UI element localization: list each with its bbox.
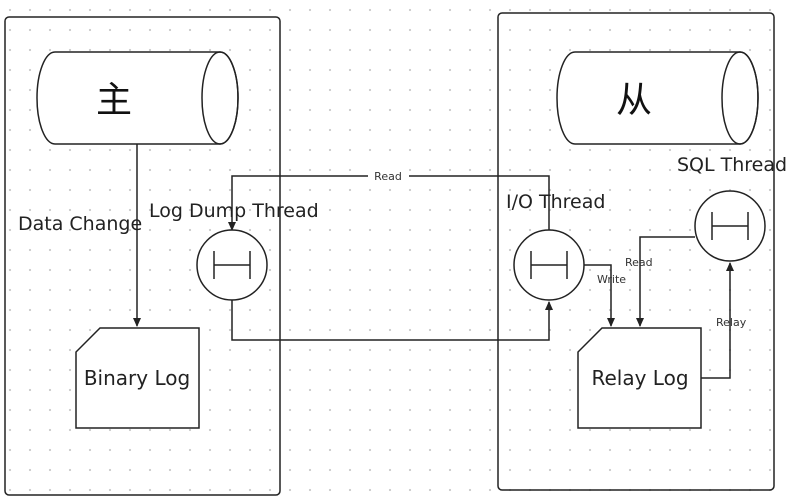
relay-label: Relay: [716, 316, 747, 329]
thread-icon: [530, 251, 568, 279]
binary-log-node: Binary Log: [75, 327, 200, 429]
read-relay-label: Read: [625, 256, 653, 269]
thread-icon: [213, 251, 251, 279]
slave-database: 从: [556, 51, 759, 145]
write-label: Write: [597, 273, 626, 286]
sql-thread-node: [694, 190, 766, 262]
slave-db-label: 从: [616, 80, 652, 121]
dump-thread-label: Log Dump Thread: [149, 200, 319, 222]
read-relay-arrow: [636, 236, 695, 327]
master-database: 主: [36, 51, 239, 145]
relay-arrow: [701, 262, 734, 379]
master-db-label: 主: [96, 80, 132, 121]
read-top-label: Read: [374, 170, 402, 183]
binlog-push-arrow: [231, 300, 553, 341]
dump-thread-node: [196, 229, 268, 301]
relay-log-node: Relay Log: [577, 327, 702, 429]
io-thread-node: [513, 229, 585, 301]
read-top-label-bg: [368, 168, 409, 184]
binary-log-label: Binary Log: [84, 366, 190, 390]
io-thread-label: I/O Thread: [506, 191, 605, 213]
slave-group: [497, 12, 775, 491]
sql-thread-label: SQL Thread: [677, 154, 786, 176]
thread-icon: [711, 212, 749, 240]
relay-log-label: Relay Log: [591, 366, 688, 390]
data-change-label: Data Change: [18, 213, 142, 235]
write-arrow: [584, 264, 615, 327]
master-group: [4, 16, 281, 496]
